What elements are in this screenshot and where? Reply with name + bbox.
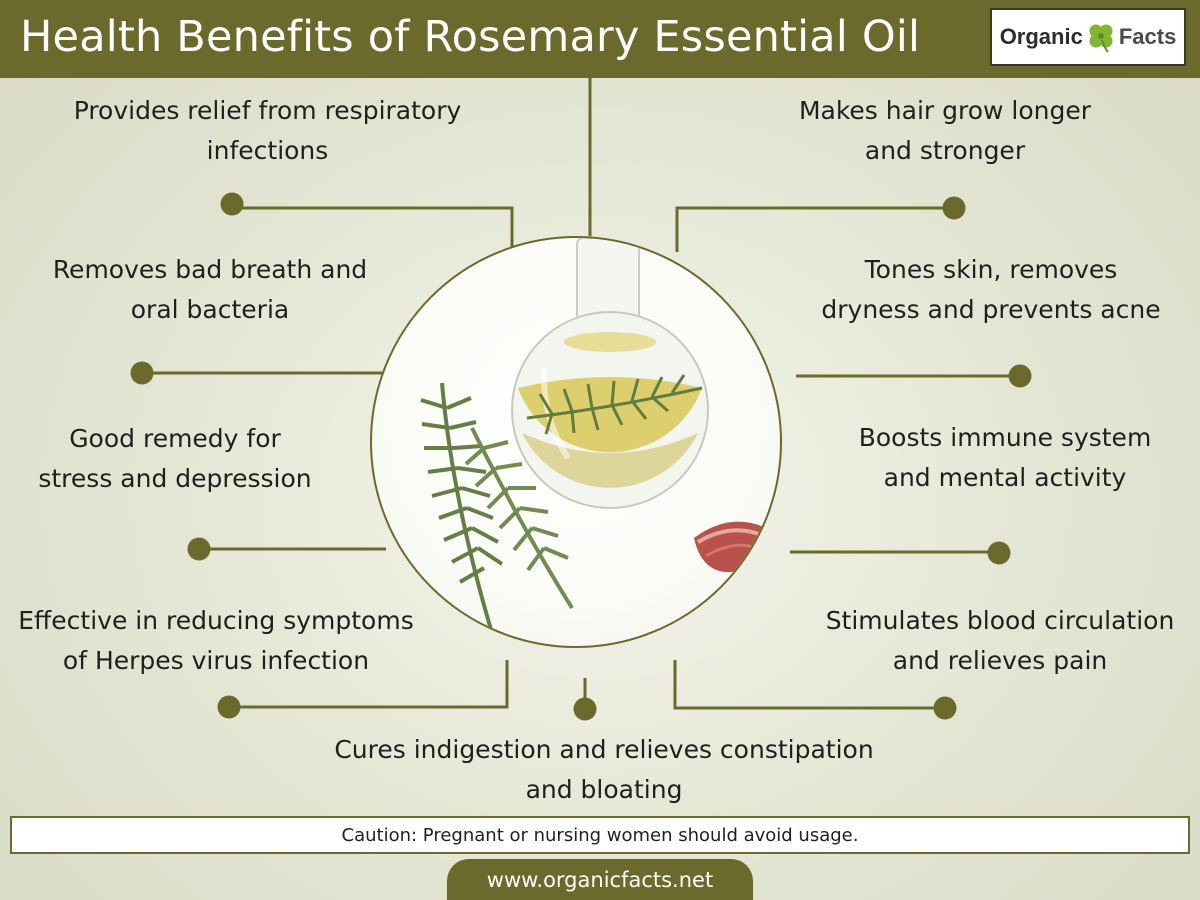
benefit-indigestion: Cures indigestion and relieves constipat… bbox=[300, 730, 908, 810]
connector-dot bbox=[573, 697, 597, 721]
benefit-circulation: Stimulates blood circulation and relieve… bbox=[806, 601, 1194, 681]
website-url: www.organicfacts.net bbox=[486, 867, 714, 892]
benefit-line: oral bacteria bbox=[130, 295, 290, 324]
benefit-line: infections bbox=[206, 136, 329, 165]
benefit-line: Tones skin, removes bbox=[864, 255, 1118, 284]
benefit-respiratory: Provides relief from respiratory infecti… bbox=[30, 91, 505, 171]
benefit-line: dryness and prevents acne bbox=[821, 295, 1161, 324]
benefit-line: Provides relief from respiratory bbox=[73, 96, 462, 125]
connector-dot bbox=[217, 695, 241, 719]
connector-dot bbox=[933, 696, 957, 720]
benefit-line: and bloating bbox=[525, 775, 683, 804]
connector-dot bbox=[942, 196, 966, 220]
rosemary-oil-illustration bbox=[370, 236, 782, 648]
rosemary-sprig-in-oil bbox=[526, 374, 703, 435]
benefit-line: Removes bad breath and bbox=[52, 255, 368, 284]
caution-text: Caution: Pregnant or nursing women shoul… bbox=[341, 824, 859, 846]
oil-fill bbox=[518, 377, 702, 453]
organic-facts-logo[interactable]: Organic Facts bbox=[990, 8, 1186, 66]
connector-dot bbox=[987, 541, 1011, 565]
benefit-line: Cures indigestion and relieves constipat… bbox=[334, 735, 874, 764]
benefit-hair: Makes hair grow longer and stronger bbox=[770, 91, 1120, 171]
benefit-skin: Tones skin, removes dryness and prevents… bbox=[800, 250, 1182, 330]
benefit-stress: Good remedy for stress and depression bbox=[10, 419, 340, 499]
caution-notice: Caution: Pregnant or nursing women shoul… bbox=[10, 816, 1190, 854]
benefit-line: Good remedy for bbox=[69, 424, 281, 453]
benefit-herpes: Effective in reducing symptoms of Herpes… bbox=[0, 601, 432, 681]
logo-word-organic: Organic bbox=[999, 24, 1083, 49]
benefit-line: and relieves pain bbox=[892, 646, 1108, 675]
benefit-bad-breath: Removes bad breath and oral bacteria bbox=[20, 250, 400, 330]
benefit-line: Boosts immune system bbox=[858, 423, 1152, 452]
benefit-line: Stimulates blood circulation bbox=[825, 606, 1175, 635]
benefit-line: Effective in reducing symptoms bbox=[18, 606, 414, 635]
benefit-line: and mental activity bbox=[883, 463, 1127, 492]
connector-dot bbox=[130, 361, 154, 385]
rosemary-sprig-left bbox=[420, 382, 504, 634]
connector-dot bbox=[187, 537, 211, 561]
four-leaf-clover-icon bbox=[1089, 24, 1113, 53]
website-link[interactable]: www.organicfacts.net bbox=[447, 859, 753, 900]
header-bar: Health Benefits of Rosemary Essential Oi… bbox=[0, 0, 1200, 78]
benefit-line: and stronger bbox=[864, 136, 1026, 165]
logo-word-facts: Facts bbox=[1118, 24, 1177, 49]
benefit-line: stress and depression bbox=[38, 464, 312, 493]
rosemary-sprig-right bbox=[464, 427, 574, 610]
connector-dot bbox=[1008, 364, 1032, 388]
benefit-line: Makes hair grow longer bbox=[798, 96, 1092, 125]
benefit-line: of Herpes virus infection bbox=[62, 646, 370, 675]
benefit-immune: Boosts immune system and mental activity bbox=[838, 418, 1172, 498]
page-title: Health Benefits of Rosemary Essential Oi… bbox=[20, 12, 921, 62]
connector-dot bbox=[220, 192, 244, 216]
